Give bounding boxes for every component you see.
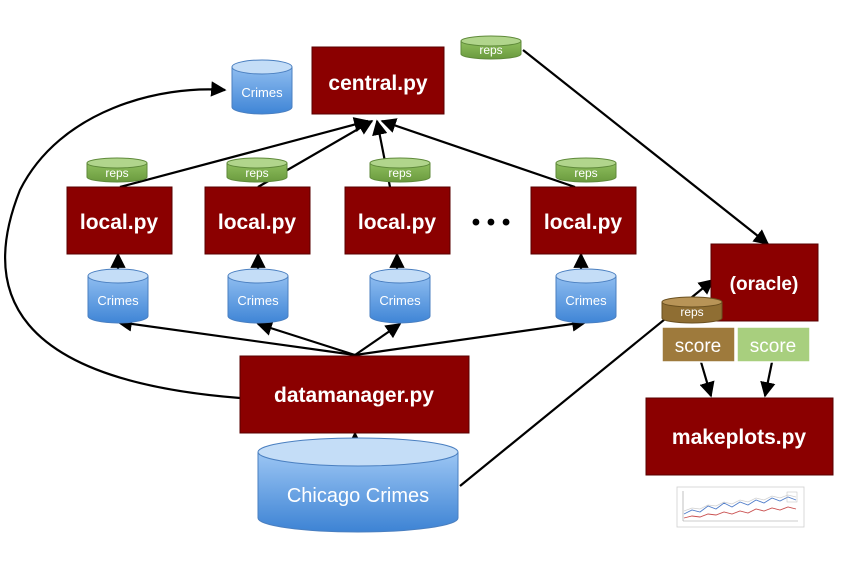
edge-local4-central [380, 118, 576, 189]
central-label: central.py [328, 72, 428, 95]
edge-score2-makeplots [760, 361, 776, 398]
reps-disk-3: reps [369, 157, 431, 183]
reps-disk-1: reps [86, 157, 148, 183]
crimes-cylinder-4: Crimes [555, 268, 617, 324]
makeplots-label: makeplots.py [672, 426, 807, 449]
edge-dm-crimes3 [354, 323, 402, 356]
datamanager-node: datamanager.py [239, 355, 470, 434]
crimes-label: Crimes [97, 293, 139, 308]
reps-label: reps [680, 305, 703, 319]
makeplots-node: makeplots.py [645, 397, 834, 476]
datamanager-label: datamanager.py [274, 384, 434, 407]
reps-label: reps [574, 166, 597, 180]
ellipsis-text: • • • [472, 209, 511, 236]
edge-reps-oracle [522, 49, 770, 245]
crimes-label: Crimes [241, 85, 283, 100]
local-node-3: local.py [344, 186, 451, 255]
crimes-cylinder-1: Crimes [87, 268, 149, 324]
local-label: local.py [358, 211, 437, 234]
reps-disk-2: reps [226, 157, 288, 183]
oracle-label: (oracle) [730, 274, 799, 295]
chicago-crimes-cylinder: Chicago Crimes [257, 437, 459, 533]
local-label: local.py [544, 211, 623, 234]
local-node-1: local.py [66, 186, 173, 255]
reps-disk-oracle: reps [661, 296, 723, 324]
edge-dm-crimes4 [354, 316, 588, 357]
reps-label: reps [479, 43, 502, 57]
score-box-green: score [736, 326, 811, 363]
plot-thumbnail [676, 486, 805, 528]
edge-dm-crimes2 [256, 320, 356, 357]
score-box-brown: score [661, 326, 736, 363]
reps-disk-top: reps [460, 35, 522, 60]
score-label: score [675, 336, 721, 357]
reps-label: reps [388, 166, 411, 180]
edge-local1-central [119, 117, 370, 189]
local-label: local.py [218, 211, 297, 234]
oracle-node: (oracle) [710, 243, 819, 322]
central-node: central.py [311, 46, 445, 115]
crimes-label: Crimes [379, 293, 421, 308]
reps-disk-4: reps [555, 157, 617, 183]
crimes-label: Crimes [565, 293, 607, 308]
crimes-cylinder-3: Crimes [369, 268, 431, 324]
edge-dm-crimes1 [116, 316, 356, 357]
crimes-label: Crimes [237, 293, 279, 308]
reps-label: reps [105, 166, 128, 180]
crimes-cylinder-top: Crimes [231, 59, 293, 115]
reps-label: reps [245, 166, 268, 180]
edge-dm-crimes-top [3, 81, 241, 400]
crimes-cylinder-2: Crimes [227, 268, 289, 324]
edge-score1-makeplots [699, 361, 715, 398]
local-node-4: local.py [530, 186, 637, 255]
local-label: local.py [80, 211, 159, 234]
chicago-crimes-label: Chicago Crimes [287, 485, 429, 507]
score-label: score [750, 336, 796, 357]
local-node-2: local.py [204, 186, 311, 255]
